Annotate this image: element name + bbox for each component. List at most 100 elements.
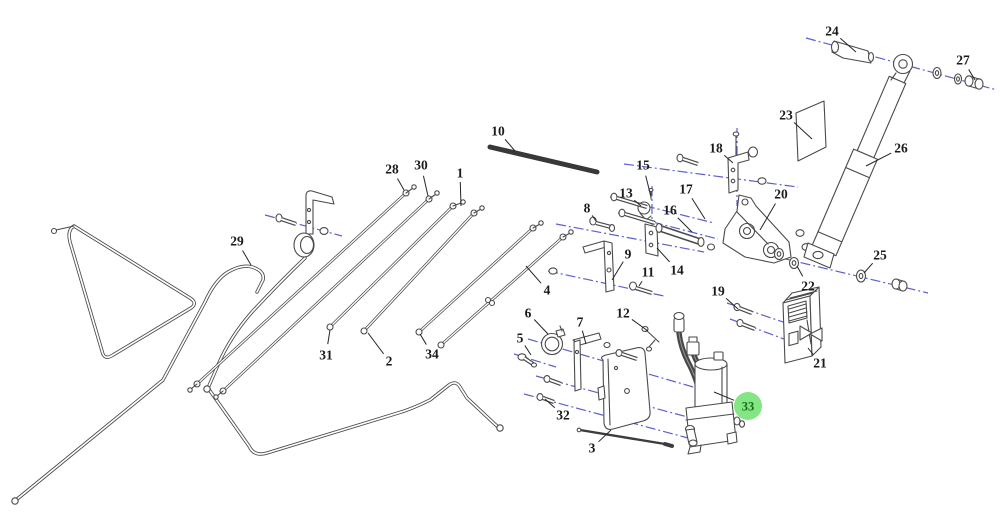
roller bbox=[293, 232, 315, 258]
wing-toggle bbox=[799, 319, 823, 345]
bracket-18-group bbox=[676, 131, 767, 194]
part-number-18: 18 bbox=[709, 141, 723, 156]
leader-line-14 bbox=[656, 247, 670, 263]
frame-tube bbox=[50, 224, 196, 359]
small-hardware-bottom bbox=[517, 325, 660, 368]
washer bbox=[795, 229, 805, 237]
leader-line-1 bbox=[459, 181, 462, 207]
leader-line-23 bbox=[793, 122, 813, 140]
part-number-19: 19 bbox=[711, 284, 725, 299]
bolt bbox=[676, 153, 684, 163]
highlight-badge-33[interactable]: 33 bbox=[734, 392, 762, 420]
washer-22a bbox=[773, 247, 785, 261]
bushing bbox=[747, 146, 759, 158]
washer-22b bbox=[788, 256, 800, 270]
leader-line-31 bbox=[327, 329, 331, 345]
part-number-24: 24 bbox=[825, 24, 839, 39]
fitting-12 bbox=[641, 325, 660, 352]
pump-unit-33 bbox=[673, 311, 746, 455]
highlight-circle[interactable] bbox=[734, 392, 762, 420]
control-box-21 bbox=[782, 286, 823, 364]
cylinder-foot bbox=[803, 242, 835, 269]
tie-rod-1 bbox=[326, 199, 466, 331]
bolt-17b bbox=[618, 208, 626, 218]
port-fitting bbox=[738, 420, 746, 428]
trim-strip-10 bbox=[487, 144, 600, 175]
rod-end-fitting bbox=[488, 299, 496, 307]
bolt-8 bbox=[589, 216, 597, 226]
leader-line-22 bbox=[796, 265, 804, 277]
leader-line-7 bbox=[581, 330, 587, 345]
part-number-22: 22 bbox=[801, 279, 815, 294]
leader-line-26 bbox=[865, 152, 892, 167]
leader-line-18 bbox=[723, 154, 734, 164]
bracket-plate bbox=[727, 151, 750, 194]
bracket-7 bbox=[572, 332, 651, 430]
rod-end-fitting bbox=[484, 296, 492, 304]
part-number-10: 10 bbox=[491, 124, 505, 139]
leader-line-19 bbox=[725, 297, 739, 310]
bracket bbox=[305, 190, 335, 235]
tie-rod-28 bbox=[187, 184, 417, 393]
leader-line-20 bbox=[759, 203, 776, 231]
washer bbox=[757, 177, 767, 185]
part-number-13: 13 bbox=[619, 186, 633, 201]
bolts-32 bbox=[536, 375, 562, 404]
part-number-29: 29 bbox=[230, 234, 244, 249]
washer-25 bbox=[855, 269, 867, 283]
leader-line-28 bbox=[397, 178, 405, 191]
tie-rod-4 bbox=[437, 229, 574, 349]
leader-line-11 bbox=[638, 280, 643, 287]
part-number-32: 32 bbox=[556, 408, 570, 423]
leader-line-3 bbox=[598, 429, 612, 443]
part-number-27: 27 bbox=[956, 53, 970, 68]
part-number-20: 20 bbox=[774, 187, 788, 202]
part-number-1: 1 bbox=[457, 166, 464, 181]
part-number-9: 9 bbox=[625, 247, 632, 262]
plug-connector bbox=[686, 336, 700, 356]
part-number-21: 21 bbox=[813, 356, 827, 371]
leader-line-10 bbox=[504, 139, 516, 152]
lift-cylinder-group bbox=[795, 40, 984, 269]
bottom-valve bbox=[684, 424, 698, 447]
leader-line-29 bbox=[242, 250, 252, 266]
leader-line-13 bbox=[633, 199, 642, 207]
tie-rod-34 bbox=[415, 220, 544, 336]
nut-27 bbox=[964, 75, 984, 90]
leader-line-9 bbox=[611, 261, 624, 281]
part-number-31: 31 bbox=[319, 348, 333, 363]
part-number-28: 28 bbox=[385, 162, 399, 177]
part-number-26: 26 bbox=[894, 141, 908, 156]
clamp-6 bbox=[540, 332, 564, 356]
backplate-leg bbox=[573, 339, 582, 392]
plate-23 bbox=[795, 100, 827, 162]
bolt-11 bbox=[628, 281, 638, 291]
part-number-14: 14 bbox=[670, 263, 684, 278]
harness-tube bbox=[203, 256, 504, 456]
washer bbox=[953, 73, 963, 85]
round-connector bbox=[673, 311, 685, 333]
part-number-12: 12 bbox=[616, 306, 630, 321]
part-number-16: 16 bbox=[663, 203, 677, 218]
leader-line-30 bbox=[422, 175, 429, 197]
leader-line-21 bbox=[807, 347, 814, 355]
pump-base bbox=[685, 401, 746, 455]
part-number-8: 8 bbox=[584, 201, 591, 216]
leader-line-12 bbox=[631, 319, 649, 332]
box-switch-panel bbox=[788, 330, 799, 347]
leader-line-27 bbox=[968, 69, 976, 81]
washer bbox=[932, 66, 942, 80]
leader-line-5 bbox=[524, 345, 532, 356]
plate-14 bbox=[644, 223, 659, 257]
mount-bracket-20 bbox=[722, 194, 811, 264]
plug-5 bbox=[517, 353, 538, 368]
nut-25 bbox=[891, 278, 908, 292]
axis-washers bbox=[773, 247, 908, 292]
roller-bracket-group bbox=[275, 190, 335, 258]
bracket-9-plate bbox=[603, 240, 615, 293]
part-number-17: 17 bbox=[679, 182, 693, 197]
tube-29 bbox=[11, 264, 265, 505]
part-number-34: 34 bbox=[425, 347, 439, 362]
